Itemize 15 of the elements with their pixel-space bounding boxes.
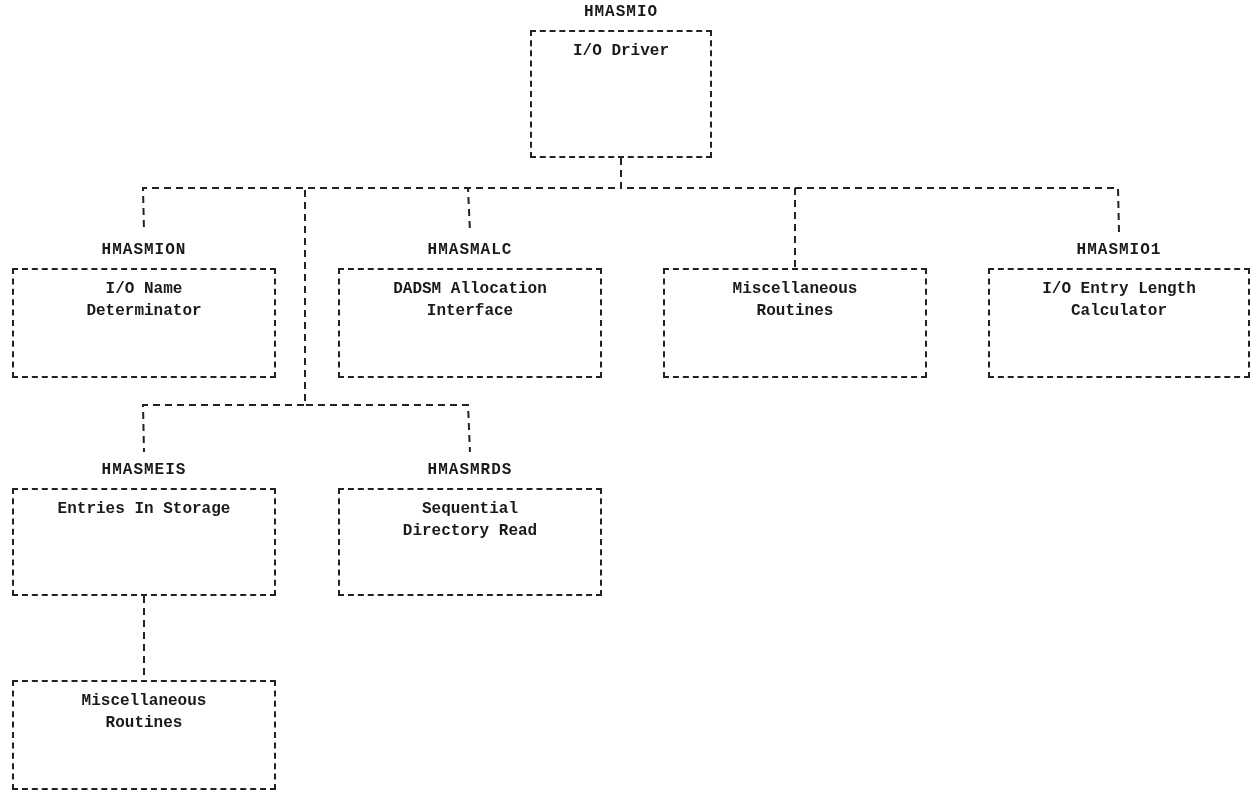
box-label: I/O Name Determinator xyxy=(85,279,203,322)
box-label: Miscellaneous Routines xyxy=(731,279,859,322)
module-name: HMASMIO xyxy=(582,2,660,23)
module-name: HMASMEIS xyxy=(100,460,188,481)
box-label: Sequential Directory Read xyxy=(401,499,539,542)
box-label: Miscellaneous Routines xyxy=(80,691,208,734)
box-label: Entries In Storage xyxy=(57,499,231,520)
module-name: HMASMION xyxy=(100,240,188,261)
box-label: I/O Entry Length Calculator xyxy=(1041,279,1197,322)
connector-line xyxy=(304,157,622,453)
module-name: HMASMIO1 xyxy=(1075,240,1163,261)
module-name: HMASMRDS xyxy=(426,460,514,481)
module-name: HMASMALC xyxy=(426,240,514,261)
box-label: I/O Driver xyxy=(573,41,669,62)
box-label: DADSM Allocation Interface xyxy=(392,279,548,322)
